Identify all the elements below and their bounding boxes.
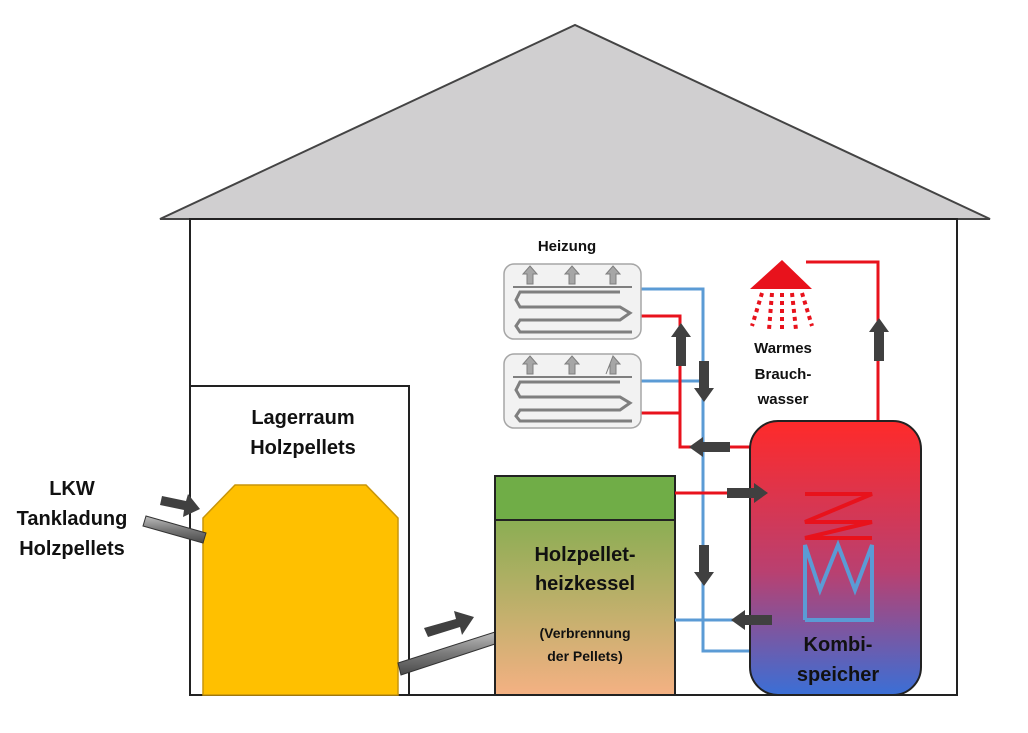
tank-label-line1: Kombi- bbox=[804, 634, 873, 656]
truck-label-line2: Tankladung bbox=[17, 508, 128, 530]
truck-label-line3: Holzpellets bbox=[19, 538, 125, 560]
roof bbox=[159, 23, 991, 220]
pellet-pile bbox=[202, 484, 399, 696]
storage-label-line1: Lagerraum bbox=[251, 407, 354, 429]
hot-water-label: Warmes Brauch- wasser bbox=[754, 340, 812, 408]
arrow-left-return bbox=[689, 437, 730, 457]
boiler-note-line2: der Pellets) bbox=[547, 648, 622, 664]
radiator-lower bbox=[503, 353, 642, 429]
arrow-up-hot-riser bbox=[671, 323, 691, 366]
boiler-label: Holzpellet- heizkessel (Verbrennung der … bbox=[534, 544, 635, 664]
arrow-down-cold-riser bbox=[694, 361, 714, 402]
hot-water-pipe bbox=[806, 260, 880, 432]
radiator-upper bbox=[503, 263, 642, 340]
pellet-feed-arrow bbox=[424, 611, 474, 637]
truck-fill-arrow bbox=[160, 494, 200, 517]
flow-arrows bbox=[671, 318, 889, 630]
boiler-burner-section bbox=[494, 475, 676, 521]
arrow-up-hot-water bbox=[869, 318, 889, 361]
heating-label: Heizung bbox=[538, 238, 596, 255]
arrow-right-boiler-supply bbox=[727, 483, 768, 503]
hot-coil bbox=[804, 492, 873, 540]
tank-label: Kombi- speicher bbox=[797, 634, 879, 686]
storage-label-line2: Holzpellets bbox=[250, 437, 356, 459]
boiler-label-line1: Holzpellet- bbox=[534, 544, 635, 566]
truck-fill-pipe bbox=[142, 515, 207, 544]
cold-return-pipe bbox=[641, 287, 750, 653]
tank-label-line2: speicher bbox=[797, 664, 879, 686]
arrow-left-cold-inlet bbox=[731, 610, 772, 630]
truck-label: LKW Tankladung Holzpellets bbox=[17, 478, 128, 560]
cold-coil bbox=[803, 539, 874, 622]
arrow-down-lower-riser bbox=[694, 545, 714, 586]
hot-water-label-line3: wasser bbox=[757, 391, 809, 408]
truck-label-line1: LKW bbox=[49, 478, 95, 500]
hot-water-label-line2: Brauch- bbox=[755, 366, 812, 383]
boiler-label-line2: heizkessel bbox=[535, 573, 635, 595]
hot-water-label-line1: Warmes bbox=[754, 340, 812, 357]
boiler-note-line1: (Verbrennung bbox=[539, 625, 630, 641]
storage-label: Lagerraum Holzpellets bbox=[250, 407, 356, 459]
shower-head-icon bbox=[750, 260, 814, 331]
kombi-storage-tank bbox=[749, 420, 922, 696]
